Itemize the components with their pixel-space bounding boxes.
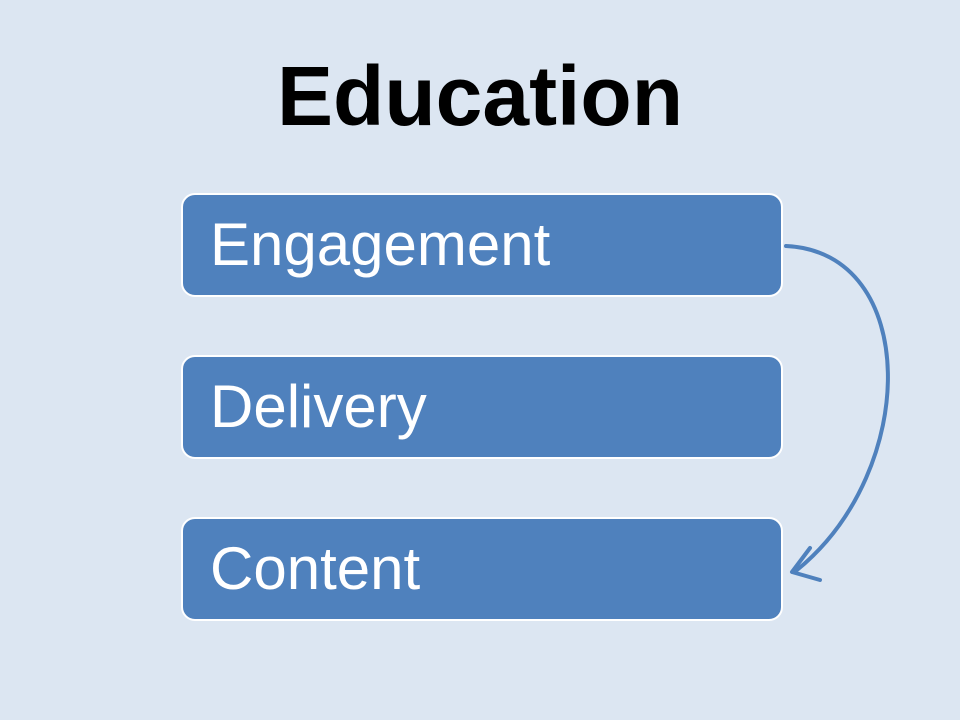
curved-arrow-head	[790, 546, 822, 582]
box-label-delivery: Delivery	[210, 373, 427, 440]
box-label-content: Content	[210, 535, 421, 602]
box-label-engagement: Engagement	[210, 211, 551, 278]
curved-arrow-path	[784, 244, 890, 572]
box-engagement: Engagement	[181, 193, 783, 297]
slide-title: Education	[276, 49, 683, 143]
box-content: Content	[181, 517, 783, 621]
box-delivery: Delivery	[181, 355, 783, 459]
